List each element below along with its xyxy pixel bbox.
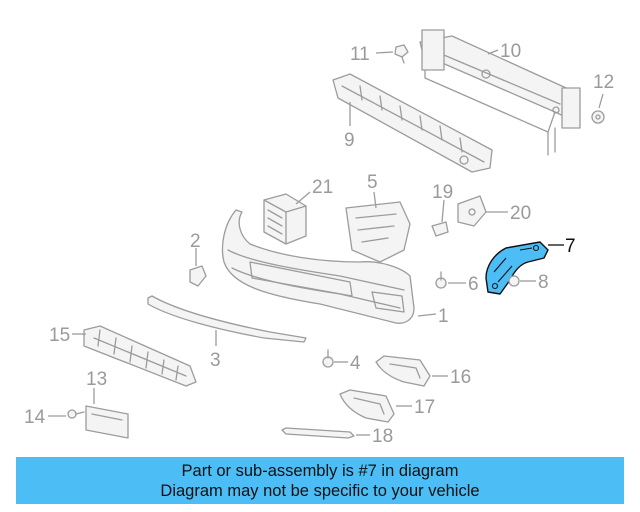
callout-14[interactable]: 14 bbox=[24, 407, 46, 428]
part-12-nut[interactable] bbox=[591, 110, 605, 124]
callout-8[interactable]: 8 bbox=[538, 272, 549, 293]
callout-18[interactable]: 18 bbox=[372, 426, 393, 447]
callout-12[interactable]: 12 bbox=[593, 72, 614, 93]
part-16-fog-bezel[interactable] bbox=[375, 355, 431, 387]
callout-6[interactable]: 6 bbox=[468, 274, 479, 295]
part-20-bracket[interactable] bbox=[457, 195, 487, 227]
part-19-clip[interactable] bbox=[431, 221, 449, 237]
banner-line-2: Diagram may not be specific to your vehi… bbox=[160, 481, 480, 500]
callout-2[interactable]: 2 bbox=[190, 231, 201, 252]
part-1-bumper-cover[interactable] bbox=[221, 209, 415, 324]
leader-19 bbox=[441, 199, 445, 223]
callout-9[interactable]: 9 bbox=[344, 130, 355, 151]
leader-12 bbox=[598, 93, 604, 109]
callout-3[interactable]: 3 bbox=[210, 350, 221, 371]
info-banner: Part or sub-assembly is #7 in diagram Di… bbox=[16, 457, 624, 504]
part-10-reinforcement[interactable] bbox=[419, 29, 581, 156]
callout-16[interactable]: 16 bbox=[450, 367, 471, 388]
callout-11[interactable]: 11 bbox=[350, 44, 370, 65]
callout-7[interactable]: 7 bbox=[565, 236, 576, 257]
callout-10[interactable]: 10 bbox=[500, 41, 521, 62]
part-8-nut[interactable] bbox=[508, 275, 520, 287]
leader-11 bbox=[375, 51, 394, 54]
part-5-bracket[interactable] bbox=[345, 201, 411, 263]
part-3-spoiler[interactable] bbox=[147, 295, 307, 343]
part-18-trim-strip[interactable] bbox=[281, 427, 355, 439]
part-13-license-bracket[interactable] bbox=[85, 405, 129, 439]
part-17-fog-bezel[interactable] bbox=[339, 389, 395, 423]
banner-line-1: Part or sub-assembly is #7 in diagram bbox=[181, 461, 459, 480]
callout-17[interactable]: 17 bbox=[414, 397, 435, 418]
callout-21[interactable]: 21 bbox=[312, 177, 333, 198]
part-6-bolt[interactable] bbox=[435, 271, 447, 289]
part-15-grille[interactable] bbox=[83, 325, 197, 387]
part-21-module[interactable] bbox=[263, 193, 307, 245]
leader-5 bbox=[373, 191, 377, 209]
callout-20[interactable]: 20 bbox=[510, 203, 531, 224]
callout-19[interactable]: 19 bbox=[432, 182, 453, 203]
callout-1[interactable]: 1 bbox=[438, 306, 449, 327]
leader-1 bbox=[417, 313, 437, 317]
leader-10 bbox=[487, 49, 499, 55]
part-9-absorber[interactable] bbox=[332, 73, 493, 173]
leader-21 bbox=[295, 191, 311, 205]
part-4-bolt[interactable] bbox=[322, 349, 334, 368]
part-11-bolt[interactable] bbox=[394, 44, 409, 64]
callout-15[interactable]: 15 bbox=[49, 325, 70, 346]
callout-5[interactable]: 5 bbox=[367, 172, 378, 193]
parts-diagram: 10 11 12 9 21 5 19 bbox=[24, 29, 614, 447]
callout-13[interactable]: 13 bbox=[86, 369, 107, 390]
part-14-screw[interactable] bbox=[67, 409, 85, 419]
part-2-sensor[interactable] bbox=[189, 265, 207, 287]
callout-4[interactable]: 4 bbox=[350, 353, 361, 374]
